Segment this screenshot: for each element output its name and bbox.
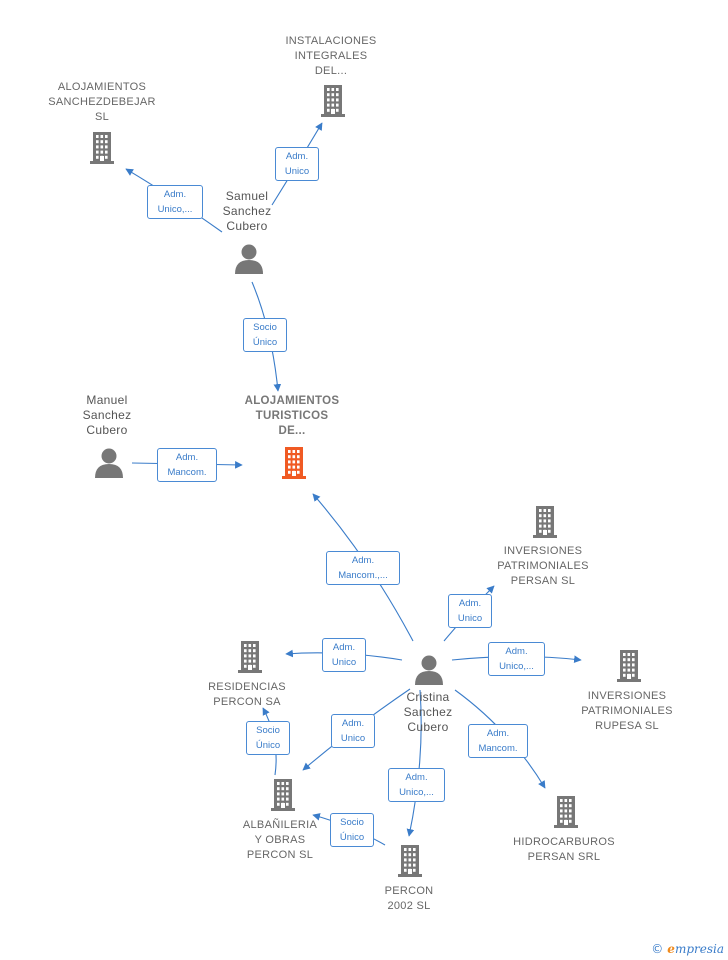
relation-box-cristina-inversiones-persan[interactable]: Adm.Unico — [448, 594, 492, 628]
empresia-logo-text: mpresia — [674, 942, 724, 956]
building-icon-hidrocarburos[interactable] — [554, 796, 578, 828]
relation-box-cristina-residencias[interactable]: Adm.Unico — [322, 638, 366, 672]
relation-box-samuel-alojamientos-sb[interactable]: Adm.Unico,... — [147, 185, 203, 219]
relation-box-cristina-focus[interactable]: Adm.Mancom.,... — [326, 551, 400, 585]
relation-box-samuel-instalaciones[interactable]: Adm.Unico — [275, 147, 319, 181]
person-icon-manuel[interactable] — [95, 448, 123, 479]
empresia-logo-initial: e — [667, 942, 675, 956]
relation-box-cristina-albanileria[interactable]: Adm.Unico — [331, 714, 375, 748]
relation-box-manuel-focus[interactable]: Adm.Mancom. — [157, 448, 217, 482]
building-icon-alojamientos-sanchezdebejar[interactable] — [90, 132, 114, 164]
building-icon-albanileria[interactable] — [271, 779, 295, 811]
person-icon-samuel[interactable] — [235, 244, 263, 275]
empresia-footer[interactable]: ©empresia — [651, 942, 724, 956]
building-icon-inversiones-rupesa[interactable] — [617, 650, 641, 682]
building-icon-residencias[interactable] — [238, 641, 262, 673]
edge-cristina-percon-2002 — [406, 689, 422, 837]
building-icon-instalaciones[interactable] — [321, 85, 345, 117]
relation-box-cristina-percon-2002[interactable]: Adm.Unico,... — [388, 768, 445, 802]
relation-box-cristina-hidrocarburos[interactable]: Adm.Mancom. — [468, 724, 528, 758]
building-icon-focus-company[interactable] — [282, 447, 306, 479]
copyright-icon: © — [651, 942, 664, 956]
building-icon-percon-2002[interactable] — [398, 845, 422, 877]
person-icon-cristina[interactable] — [415, 655, 443, 686]
building-icon-inversiones-persan[interactable] — [533, 506, 557, 538]
relation-box-cristina-inversiones-rupesa[interactable]: Adm.Unico,... — [488, 642, 545, 676]
